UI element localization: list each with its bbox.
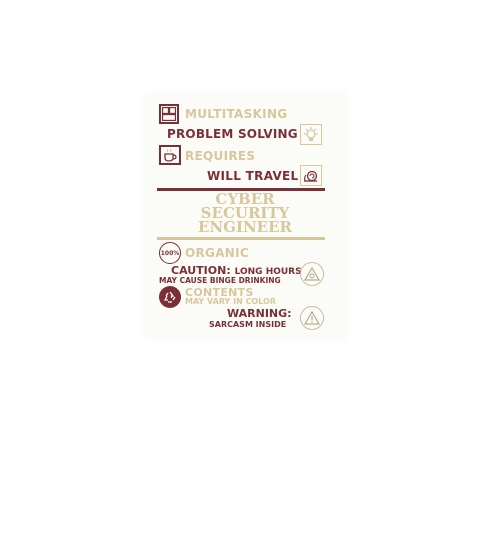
caution-label: CAUTION: [171, 264, 231, 277]
warning-triangle-icon [300, 306, 324, 330]
divider-top [157, 188, 325, 191]
recycle-icon [159, 286, 181, 308]
coffee-cup-icon [159, 145, 181, 165]
line-warning: WARNING: [227, 307, 292, 320]
line-sarcasm: SARCASM INSIDE [209, 320, 287, 329]
line-contents: CONTENTS [185, 286, 254, 299]
line-requires: REQUIRES [185, 149, 256, 163]
multitask-windows-icon [159, 104, 179, 124]
line-problem-solving: PROBLEM SOLVING [167, 127, 298, 141]
lightbulb-icon [300, 124, 322, 145]
title-line-2: SECURITY [200, 204, 290, 222]
line-multitasking: MULTITASKING [185, 107, 288, 121]
line-vary: MAY VARY IN COLOR [185, 297, 277, 306]
title-line-1: CYBER [215, 190, 275, 208]
badge-100-icon: 100% [159, 242, 181, 264]
snail-icon [300, 165, 322, 186]
line-will-travel: WILL TRAVEL [207, 169, 299, 183]
divider-bottom [157, 237, 325, 240]
badge-100-label: 100% [160, 249, 180, 257]
triangle-alert-icon [300, 262, 324, 286]
line-binge: MAY CAUSE BINGE DRINKING [159, 276, 281, 285]
line-caution: CAUTION: LONG HOURS [171, 264, 302, 277]
line-organic: ORGANIC [185, 246, 249, 260]
shirt-design: MULTITASKING PROBLEM SOLVING REQUIRES WI… [145, 96, 345, 336]
title-line-3: ENGINEER [197, 218, 292, 236]
long-hours-label: LONG HOURS [234, 267, 302, 277]
